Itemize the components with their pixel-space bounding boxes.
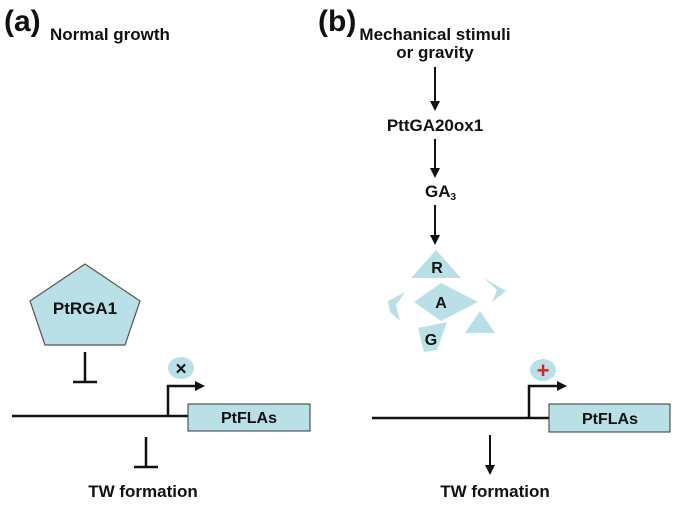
fragment-r-shape: [411, 250, 461, 278]
fragment-r-label: R: [431, 260, 443, 277]
panel-a-label: (a): [4, 5, 41, 38]
panel-a-block-ellipse: [168, 357, 194, 379]
ga3-label: GA3: [425, 182, 457, 203]
panel-b-promoter-arrow: [527, 381, 567, 418]
ga20ox1-label: PttGA20ox1: [387, 116, 483, 135]
fragment-chevron-left: [388, 292, 405, 321]
panel-b-gene-box: [548, 403, 671, 433]
fragment-a-shape: [414, 283, 478, 321]
rga-fragments: R A G: [388, 250, 506, 352]
fragment-g-shape: [418, 322, 447, 352]
fragment-chevron-right: [484, 278, 506, 302]
ptrga1-inhibition-symbol: [73, 352, 97, 384]
panel-a-gene-label: PtFLAs: [221, 410, 277, 427]
panel-a-title: Normal growth: [50, 25, 170, 44]
panel-a-promoter-arrow: [166, 381, 205, 416]
ptrga1-pentagon: [29, 263, 141, 346]
panel-b-gene-label: PtFLAs: [582, 411, 638, 428]
panel-a-outcome: TW formation: [88, 482, 198, 501]
panel-a-gene-box: [187, 403, 311, 432]
fragment-a-label: A: [435, 295, 447, 312]
fragment-triangle-small: [465, 311, 495, 333]
panel-a: (a) Normal growth PtRGA1 × PtFLAs TW for…: [4, 5, 311, 501]
ptrga1-label: PtRGA1: [53, 299, 117, 318]
panel-b: (b) Mechanical stimuli or gravity PttGA2…: [318, 5, 671, 501]
panel-b-outcome: TW formation: [440, 482, 550, 501]
cross-icon: ×: [175, 359, 186, 380]
panel-a-tw-inhibition-symbol: [134, 437, 158, 469]
fragment-g-label: G: [425, 332, 437, 349]
panel-b-title-line1: Mechanical stimuli: [359, 25, 510, 44]
panel-b-title-line2: or gravity: [396, 43, 474, 62]
panel-b-label: (b): [318, 5, 356, 38]
panel-b-activation-ellipse: [530, 359, 556, 381]
plus-icon: +: [537, 358, 550, 383]
